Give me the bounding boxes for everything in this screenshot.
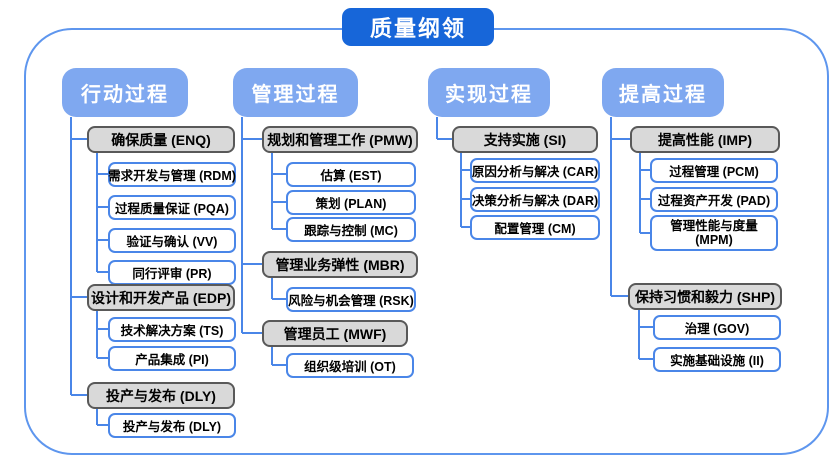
node-gov: 治理 (GOV) [653,315,781,340]
node-mpm: 管理性能与度量 (MPM) [650,215,778,251]
node-pi: 产品集成 (PI) [108,346,236,371]
node-mwf: 管理员工 (MWF) [262,320,408,347]
node-mbr: 管理业务弹性 (MBR) [262,251,418,278]
node-dly: 投产与发布 (DLY) [87,382,235,409]
node-dar: 决策分析与解决 (DAR) [470,187,600,212]
column-header-improvement-process: 提高过程 [602,68,724,117]
node-si: 支持实施 (SI) [452,126,598,153]
node-rdm: 需求开发与管理 (RDM) [108,162,236,187]
node-mc: 跟踪与控制 (MC) [286,217,416,242]
column-header-implementation-process: 实现过程 [428,68,550,117]
node-enq: 确保质量 (ENQ) [87,126,235,153]
node-imp: 提高性能 (IMP) [630,126,780,153]
node-pcm: 过程管理 (PCM) [650,158,778,183]
node-vv: 验证与确认 (VV) [108,228,236,253]
column-header-action-process: 行动过程 [62,68,188,117]
node-pad: 过程资产开发 (PAD) [650,187,778,212]
node-edp: 设计和开发产品 (EDP) [87,284,235,311]
node-ii: 实施基础设施 (II) [653,347,781,372]
diagram-title: 质量纲领 [342,8,494,46]
node-shp: 保持习惯和毅力 (SHP) [628,283,782,310]
column-header-management-process: 管理过程 [233,68,358,117]
node-ot: 组织级培训 (OT) [286,353,414,378]
node-plan: 策划 (PLAN) [286,190,416,215]
node-pqa: 过程质量保证 (PQA) [108,195,236,220]
node-ts: 技术解决方案 (TS) [108,317,236,342]
node-rsk: 风险与机会管理 (RSK) [286,287,416,312]
node-est: 估算 (EST) [286,162,416,187]
node-pmw: 规划和管理工作 (PMW) [262,126,418,153]
node-pr: 同行评审 (PR) [108,260,236,285]
node-dly-leaf: 投产与发布 (DLY) [108,413,236,438]
node-cm: 配置管理 (CM) [470,215,600,240]
node-car: 原因分析与解决 (CAR) [470,158,600,183]
